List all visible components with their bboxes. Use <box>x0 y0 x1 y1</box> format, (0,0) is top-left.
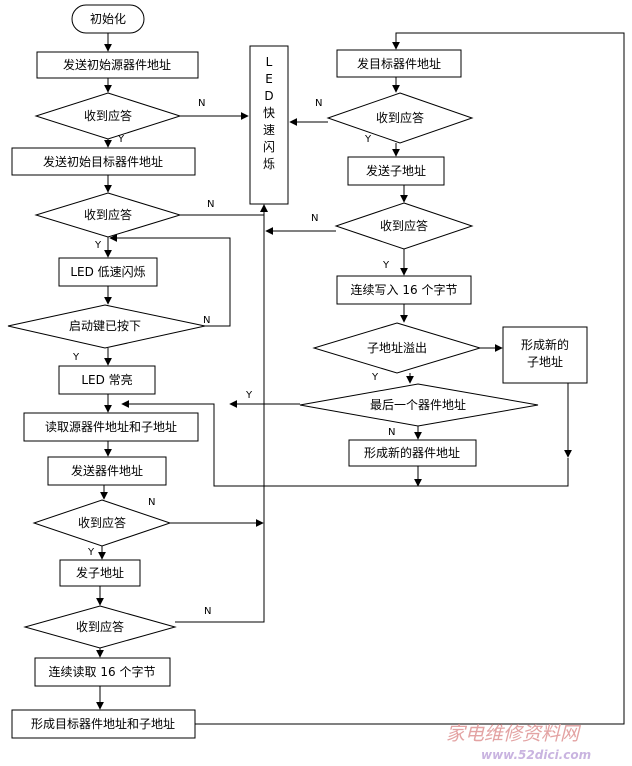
recv-ack-2-label: 收到应答 <box>84 207 132 222</box>
led-slow-label: LED 低速闪烁 <box>70 265 145 279</box>
label-yes-start: Y <box>72 352 80 363</box>
led-fast-char-0: L <box>266 55 273 69</box>
form-dst-label: 形成目标器件地址和子地址 <box>31 717 175 731</box>
edge-ack2-no <box>180 204 268 216</box>
form-target-address-box <box>11 709 196 739</box>
ack-decision-5 <box>326 92 474 144</box>
label-no-ack1: N <box>198 98 205 109</box>
read-16-bytes-box <box>34 657 171 687</box>
form-new-sub-line-2: 子地址 <box>527 355 563 369</box>
led-on-label: LED 常亮 <box>81 372 132 387</box>
send-sub2-label: 发送子地址 <box>366 163 426 178</box>
form-new-device-address-box <box>348 439 477 467</box>
label-no-ack2: N <box>207 199 214 210</box>
edge-start-no-loop <box>109 234 231 327</box>
send-initial-target-address-box <box>11 147 196 176</box>
recv-ack-4-label: 收到应答 <box>76 619 124 634</box>
write16-label: 连续写入 16 个字节 <box>351 282 458 297</box>
send-subaddress-2-box <box>347 156 445 186</box>
label-yes-ack1: Y <box>117 134 125 145</box>
led-fast-char-5: 闪 <box>263 140 275 154</box>
write-16-bytes-box <box>336 275 472 305</box>
init-label: 初始化 <box>90 12 126 26</box>
form-new-dev-label: 形成新的器件地址 <box>364 445 460 460</box>
form-new-sub-line-1: 形成新的 <box>521 337 569 352</box>
send-target-label: 发目标器件地址 <box>357 56 441 71</box>
led-fast-blink-box <box>249 45 289 205</box>
label-yes-ack5: Y <box>364 134 372 145</box>
send-target-device-address-box <box>336 49 462 78</box>
send-dev-addr-label: 发送器件地址 <box>71 463 143 478</box>
send-initial-source-address-box <box>36 51 199 79</box>
label-yes-last-dev: Y <box>245 390 253 401</box>
label-no-ack4: N <box>204 606 211 617</box>
recv-ack-6-label: 收到应答 <box>380 218 428 233</box>
led-steady-box <box>58 365 156 395</box>
recv-ack-3-label: 收到应答 <box>78 515 126 530</box>
led-fast-char-2: D <box>264 89 273 103</box>
last-dev-label: 最后一个器件地址 <box>370 398 466 412</box>
edge-ack4-no <box>175 204 268 623</box>
label-no-start: N <box>203 315 210 326</box>
read-source-address-box <box>23 412 199 442</box>
send-device-address-box <box>47 456 167 486</box>
start-pressed-label: 启动键已按下 <box>69 319 141 333</box>
edge-form-to-target-loop <box>195 32 625 725</box>
label-yes-ack3: Y <box>87 547 95 558</box>
send-dst-addr-label: 发送初始目标器件地址 <box>43 154 163 169</box>
label-no-ack6: N <box>311 213 318 224</box>
read16-label: 连续读取 16 个字节 <box>49 664 156 679</box>
led-slow-blink-box <box>58 257 158 287</box>
watermark-url: www.52dici.com <box>481 748 591 762</box>
sub-overflow-label: 子地址溢出 <box>367 341 427 355</box>
label-no-ack5: N <box>315 98 322 109</box>
edge-back-to-read-source <box>121 400 569 487</box>
label-no-last-dev: N <box>388 427 395 438</box>
led-fast-char-1: E <box>265 72 273 86</box>
led-fast-char-6: 烁 <box>263 157 275 171</box>
form-new-subaddress-box <box>502 326 588 384</box>
led-fast-char-4: 速 <box>263 123 275 137</box>
send-sub-label: 发子地址 <box>76 565 124 580</box>
send-subaddress-box <box>59 559 141 587</box>
recv-ack-1-label: 收到应答 <box>84 108 132 123</box>
led-fast-char-3: 快 <box>263 106 275 120</box>
watermark-text: 家电维修资料网 <box>446 723 582 745</box>
label-yes-overflow: Y <box>371 372 379 383</box>
subaddress-overflow-decision <box>312 322 482 374</box>
read-src-label: 读取源器件地址和子地址 <box>45 420 177 434</box>
start-key-decision <box>7 304 206 349</box>
label-no-ack3: N <box>148 497 155 508</box>
recv-ack-5-label: 收到应答 <box>376 110 424 125</box>
label-yes-ack2: Y <box>94 240 102 251</box>
send-src-addr-label: 发送初始源器件地址 <box>63 57 171 72</box>
label-yes-ack6: Y <box>382 260 390 271</box>
